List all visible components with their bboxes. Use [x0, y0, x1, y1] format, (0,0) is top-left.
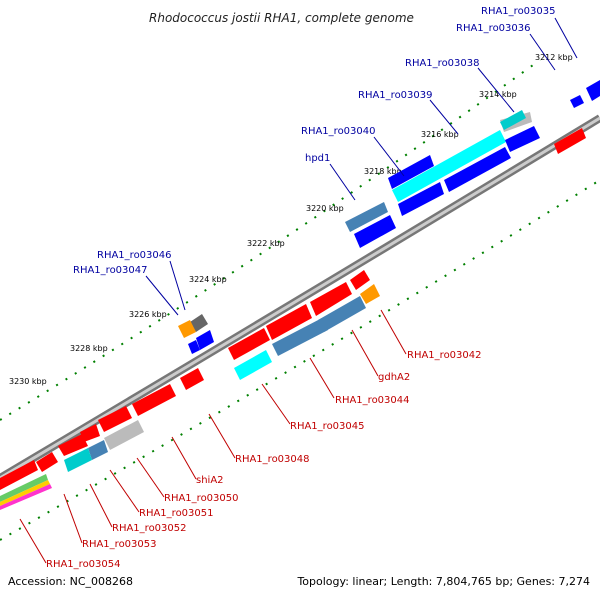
- gene-feature[interactable]: [0, 460, 38, 490]
- gene-feature[interactable]: [188, 340, 200, 354]
- gene-label[interactable]: RHA1_ro03038: [405, 58, 480, 69]
- gene-label[interactable]: RHA1_ro03042: [407, 350, 482, 361]
- tick-label: 3226 kbp: [129, 310, 167, 319]
- accession-label: Accession: NC_008268: [8, 575, 133, 588]
- gene-feature[interactable]: [234, 350, 272, 380]
- gene-feature[interactable]: [178, 320, 196, 338]
- gene-label[interactable]: RHA1_ro03048: [235, 454, 310, 465]
- gene-feature[interactable]: [586, 80, 600, 101]
- gene-feature[interactable]: [80, 424, 100, 442]
- gene-label[interactable]: RHA1_ro03039: [358, 90, 433, 101]
- gene-feature[interactable]: [132, 384, 176, 416]
- gene-feature[interactable]: [354, 215, 396, 248]
- gene-feature[interactable]: [388, 155, 434, 189]
- tick-label: 3212 kbp: [535, 53, 573, 62]
- gene-label[interactable]: RHA1_ro03035: [481, 6, 556, 17]
- gene-feature[interactable]: [500, 110, 526, 130]
- gene-feature[interactable]: [398, 182, 444, 216]
- gene-feature[interactable]: [505, 126, 540, 152]
- gene-label[interactable]: RHA1_ro03051: [139, 508, 214, 519]
- gene-feature[interactable]: [360, 284, 380, 304]
- genome-summary: Topology: linear; Length: 7,804,765 bp; …: [296, 575, 590, 588]
- gene-feature[interactable]: [266, 304, 312, 340]
- gene-label[interactable]: hpd1: [305, 153, 330, 164]
- gene-label[interactable]: RHA1_ro03040: [301, 126, 376, 137]
- tick-label: 3218 kbp: [364, 167, 402, 176]
- features-inner: [0, 270, 380, 510]
- gene-label[interactable]: RHA1_ro03036: [456, 23, 531, 34]
- gene-feature[interactable]: [190, 314, 208, 332]
- gene-label[interactable]: RHA1_ro03052: [112, 523, 187, 534]
- bottom-labels: RHA1_ro03042 gdhA2 RHA1_ro03044 RHA1_ro0…: [19, 309, 482, 570]
- scale-ring-inner: [0, 179, 600, 541]
- gene-feature[interactable]: [570, 95, 584, 108]
- gene-label[interactable]: gdhA2: [378, 372, 410, 383]
- gene-feature[interactable]: [36, 452, 58, 472]
- gene-feature[interactable]: [88, 440, 108, 460]
- gene-feature[interactable]: [196, 330, 214, 350]
- tick-label: 3228 kbp: [70, 344, 108, 353]
- gene-label[interactable]: shiA2: [196, 475, 224, 486]
- gene-label[interactable]: RHA1_ro03050: [164, 493, 239, 504]
- tick-label: 3222 kbp: [247, 239, 285, 248]
- gene-feature[interactable]: [98, 406, 132, 432]
- gene-label[interactable]: RHA1_ro03053: [82, 539, 157, 550]
- gene-feature[interactable]: [554, 128, 586, 154]
- gene-feature[interactable]: [0, 480, 50, 506]
- gene-feature[interactable]: [318, 296, 366, 332]
- gene-feature[interactable]: [0, 484, 52, 510]
- gene-label[interactable]: RHA1_ro03047: [73, 265, 148, 276]
- gene-feature[interactable]: [0, 474, 48, 502]
- tick-label: 3230 kbp: [9, 377, 47, 386]
- gene-feature[interactable]: [345, 202, 388, 232]
- gene-feature[interactable]: [444, 147, 511, 192]
- gene-feature[interactable]: [392, 130, 506, 202]
- tick-label: 3214 kbp: [479, 90, 517, 99]
- tick-label: 3220 kbp: [306, 204, 344, 213]
- gene-feature[interactable]: [272, 318, 328, 356]
- tick-label: 3224 kbp: [189, 275, 227, 284]
- gene-label[interactable]: RHA1_ro03054: [46, 559, 121, 570]
- backbone: [0, 114, 600, 482]
- features-outer: [178, 80, 600, 354]
- gene-feature[interactable]: [350, 270, 370, 290]
- gene-feature[interactable]: [310, 282, 352, 316]
- gene-feature[interactable]: [104, 420, 144, 450]
- top-labels: RHA1_ro03035 RHA1_ro03036 RHA1_ro03038 R…: [73, 6, 578, 316]
- gene-feature[interactable]: [64, 448, 92, 472]
- tick-label: 3216 kbp: [421, 130, 459, 139]
- gene-label[interactable]: RHA1_ro03045: [290, 421, 365, 432]
- gene-feature[interactable]: [58, 434, 88, 456]
- gene-label[interactable]: RHA1_ro03044: [335, 395, 410, 406]
- gene-label[interactable]: RHA1_ro03046: [97, 250, 172, 261]
- tick-labels: 3212 kbp 3214 kbp 3216 kbp 3218 kbp 3220…: [9, 53, 573, 386]
- gene-feature[interactable]: [180, 368, 204, 390]
- map-title: Rhodococcus jostii RHA1, complete genome: [149, 11, 414, 25]
- gene-feature[interactable]: [228, 328, 270, 360]
